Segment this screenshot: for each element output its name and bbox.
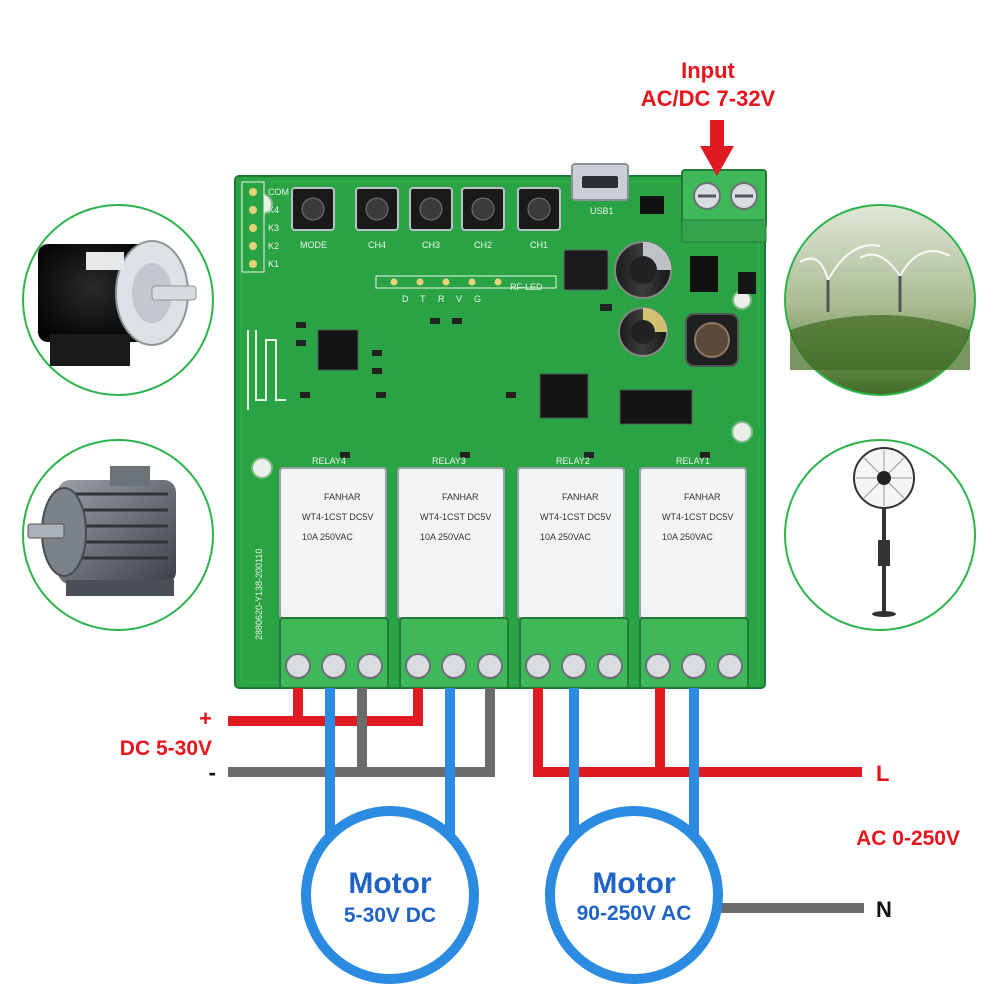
motor-ac: Motor 90-250V AC bbox=[545, 806, 723, 984]
relay-model: WT4-1CST DC5V bbox=[540, 512, 611, 522]
mounting-hole bbox=[731, 421, 753, 443]
chip bbox=[640, 196, 664, 214]
button-label: CH4 bbox=[368, 240, 386, 250]
wiring bbox=[228, 688, 864, 913]
relay-rating: 10A 250VAC bbox=[662, 532, 713, 542]
usb-label: USB1 bbox=[590, 206, 614, 216]
header-pin-label: K3 bbox=[268, 223, 279, 233]
header-pin-label: COM bbox=[268, 187, 289, 197]
motor-spec: 90-250V AC bbox=[577, 902, 692, 925]
k-header: COM K4 K3 K2 K1 bbox=[241, 181, 289, 273]
header-pin-label: K4 bbox=[268, 205, 279, 215]
button-ch2[interactable]: CH2 bbox=[461, 187, 505, 250]
relay-rating: 10A 250VAC bbox=[540, 532, 591, 542]
rf-pin: T bbox=[420, 294, 426, 304]
smd-parts bbox=[296, 304, 710, 458]
relay-model: WT4-1CST DC5V bbox=[420, 512, 491, 522]
rf-header: G V R T D RF-LED bbox=[375, 275, 557, 304]
capacitor bbox=[614, 241, 672, 299]
button-ch3[interactable]: CH3 bbox=[409, 187, 453, 250]
relay-brand: FANHAR bbox=[562, 492, 599, 502]
relay-model: WT4-1CST DC5V bbox=[662, 512, 733, 522]
motor-dc: Motor 5-30V DC bbox=[301, 806, 479, 984]
button-label: CH2 bbox=[474, 240, 492, 250]
dc-voltage-label: DC 5-30V bbox=[120, 737, 212, 760]
relay-brand: FANHAR bbox=[684, 492, 721, 502]
rf-led-label: RF-LED bbox=[510, 282, 543, 292]
relay-label: RELAY4 bbox=[312, 456, 346, 466]
relay-label: RELAY3 bbox=[432, 456, 466, 466]
button-ch1[interactable]: CH1 bbox=[517, 187, 561, 250]
rf-pin: V bbox=[456, 294, 462, 304]
relay: RELAY4 FANHAR WT4-1CST DC5V 10A 250VAC bbox=[279, 456, 387, 619]
button-label: CH3 bbox=[422, 240, 440, 250]
sprinkler-icon bbox=[784, 204, 976, 396]
motor-title: Motor bbox=[348, 867, 432, 900]
mcu-chip bbox=[317, 329, 359, 371]
relay-brand: FANHAR bbox=[324, 492, 361, 502]
relay-terminal[interactable] bbox=[519, 617, 629, 689]
button-label: CH1 bbox=[530, 240, 548, 250]
capacitor bbox=[618, 307, 668, 357]
wire-dc-negative bbox=[228, 688, 495, 777]
relay: RELAY3 FANHAR WT4-1CST DC5V 10A 250VAC bbox=[397, 456, 505, 619]
input-title: Input bbox=[681, 58, 735, 83]
button-ch4[interactable]: CH4 bbox=[355, 187, 399, 250]
driver-chip bbox=[539, 373, 589, 419]
header-pin-label: K2 bbox=[268, 241, 279, 251]
relay-rating: 10A 250VAC bbox=[302, 532, 353, 542]
relay-terminal[interactable] bbox=[639, 617, 749, 689]
ac-voltage-label: AC 0-250V bbox=[856, 827, 960, 850]
dc-minus-label: - bbox=[209, 760, 216, 785]
ac-neutral-label: N bbox=[876, 897, 892, 922]
relay-board: COM K4 K3 K2 K1 MODE CH4 CH3 CH2 bbox=[234, 163, 767, 689]
rf-pin: G bbox=[474, 294, 481, 304]
relay-terminal[interactable] bbox=[399, 617, 509, 689]
relay-terminal[interactable] bbox=[279, 617, 389, 689]
usb-port[interactable]: USB1 bbox=[571, 163, 629, 216]
relay-rating: 10A 250VAC bbox=[420, 532, 471, 542]
inductor bbox=[685, 313, 739, 367]
rf-pin: D bbox=[402, 294, 409, 304]
relay-label: RELAY1 bbox=[676, 456, 710, 466]
relay-model: WT4-1CST DC5V bbox=[302, 512, 373, 522]
motor-spec: 5-30V DC bbox=[344, 904, 436, 927]
wire-dc-positive bbox=[228, 688, 423, 726]
dc-motor-icon bbox=[22, 204, 214, 396]
antenna-trace bbox=[247, 330, 286, 410]
button-mode[interactable]: MODE bbox=[291, 187, 335, 250]
ac-live-label: L bbox=[876, 761, 889, 786]
chip bbox=[690, 256, 718, 292]
wire-motor-dc bbox=[325, 688, 455, 850]
regulator bbox=[563, 249, 609, 291]
diode bbox=[738, 272, 756, 294]
input-voltage: AC/DC 7-32V bbox=[641, 86, 776, 111]
wire-motor-ac bbox=[569, 688, 699, 850]
relay-label: RELAY2 bbox=[556, 456, 590, 466]
dc-plus-label: + bbox=[199, 706, 212, 731]
relay: RELAY1 FANHAR WT4-1CST DC5V 10A 250VAC bbox=[639, 456, 747, 619]
fan-icon bbox=[784, 439, 976, 631]
relay: RELAY2 FANHAR WT4-1CST DC5V 10A 250VAC bbox=[517, 456, 625, 619]
arrow-down-icon bbox=[700, 120, 734, 176]
relay-brand: FANHAR bbox=[442, 492, 479, 502]
wire-ac-live bbox=[533, 688, 862, 777]
rf-pin: R bbox=[438, 294, 445, 304]
driver-chip bbox=[619, 389, 693, 425]
input-terminal[interactable] bbox=[681, 169, 767, 243]
button-label: MODE bbox=[300, 240, 327, 250]
mounting-hole bbox=[251, 457, 273, 479]
motor-title: Motor bbox=[592, 867, 676, 900]
ac-motor-icon bbox=[22, 439, 214, 631]
pcb-id: 2880620-Y138-200110 bbox=[254, 549, 264, 640]
header-pin-label: K1 bbox=[268, 259, 279, 269]
